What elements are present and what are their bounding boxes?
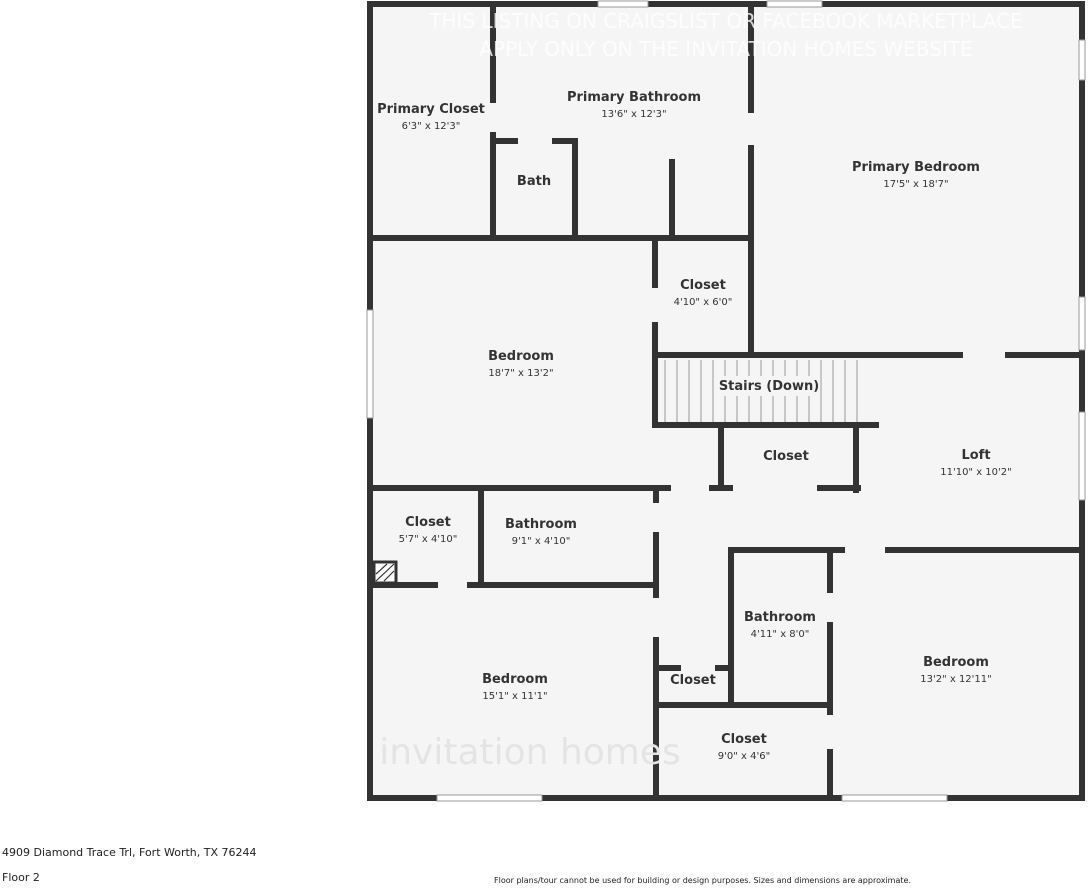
room-name: Primary Closet xyxy=(377,102,485,117)
watermark-line-2: APPLY ONLY ON THE INVITATION HOMES WEBSI… xyxy=(479,37,972,61)
room-name: Bedroom xyxy=(488,349,554,364)
room-dimensions: 18'7" x 13'2" xyxy=(488,368,553,379)
room-name: Bath xyxy=(517,174,551,189)
walls xyxy=(367,1,1085,801)
room-dimensions: 9'1" x 4'10" xyxy=(512,536,571,547)
floor-label: Floor 2 xyxy=(2,871,40,884)
room-dimensions: 11'10" x 10'2" xyxy=(940,467,1012,478)
disclaimer: Floor plans/tour cannot be used for buil… xyxy=(494,876,911,885)
room-name: Bathroom xyxy=(505,517,577,532)
room-name: Closet xyxy=(763,449,809,464)
address: 4909 Diamond Trace Trl, Fort Worth, TX 7… xyxy=(2,846,257,859)
room-dimensions: 6'3" x 12'3" xyxy=(402,121,461,132)
room-name: Closet xyxy=(670,673,716,688)
watermark-logo: invitation homes xyxy=(379,732,681,773)
room-name: Stairs (Down) xyxy=(719,379,819,394)
watermark-line-1: THIS LISTING ON CRAIGSLIST OR FACEBOOK M… xyxy=(428,9,1022,33)
hatch-lines xyxy=(375,563,395,582)
room-dimensions: 4'10" x 6'0" xyxy=(674,297,733,308)
room-name: Closet xyxy=(405,515,451,530)
room-dimensions: 17'5" x 18'7" xyxy=(883,179,948,190)
room-dimensions: 5'7" x 4'10" xyxy=(399,534,458,545)
windows xyxy=(366,0,1086,802)
room-name: Bedroom xyxy=(923,655,989,670)
room-name: Closet xyxy=(721,732,767,747)
room-dimensions: 13'2" x 12'11" xyxy=(920,674,992,685)
room-name: Bathroom xyxy=(744,610,816,625)
room-name: Primary Bathroom xyxy=(567,90,701,105)
room-dimensions: 13'6" x 12'3" xyxy=(601,109,666,120)
room-dimensions: 9'0" x 4'6" xyxy=(718,751,770,762)
room-name: Bedroom xyxy=(482,672,548,687)
room-name: Primary Bedroom xyxy=(852,160,980,175)
room-name: Loft xyxy=(961,448,990,463)
room-dimensions: 4'11" x 8'0" xyxy=(751,629,810,640)
room-name: Closet xyxy=(680,278,726,293)
room-dimensions: 15'1" x 11'1" xyxy=(482,691,547,702)
